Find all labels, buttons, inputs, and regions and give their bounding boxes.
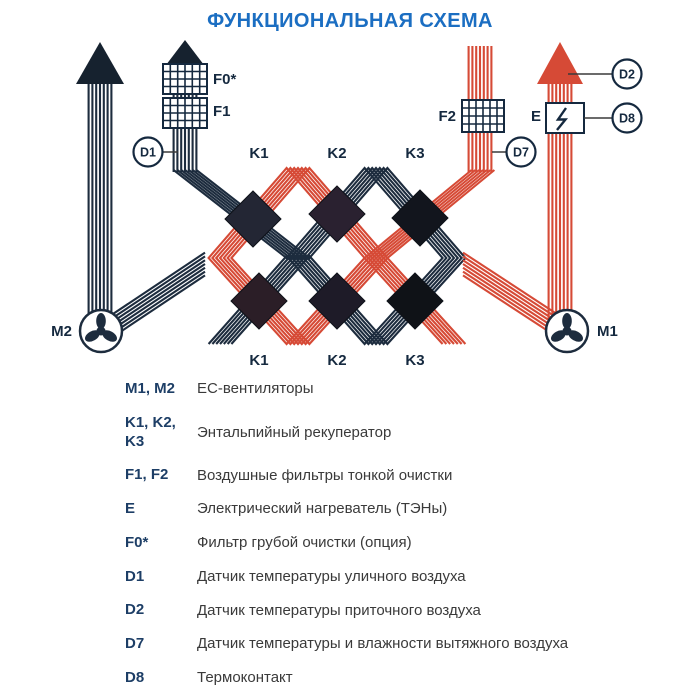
intake-arrow-icon [166, 40, 204, 65]
fan-m1-label: M1 [597, 323, 618, 340]
legend-key: E [125, 500, 136, 517]
fan-m2-feed-band [102, 255, 206, 326]
fan-m1-feed-band [462, 255, 568, 326]
recuperator-core-diamond [308, 272, 366, 330]
fan-m2-icon [78, 308, 124, 354]
label-k1-top: K1 [249, 145, 268, 162]
legend-key: D7 [125, 635, 145, 652]
heater-label: E [531, 108, 541, 125]
recuperator-core-diamond [230, 272, 288, 330]
sensor-d1-label: D1 [140, 145, 156, 159]
legend-row: F1, F2 Воздушные фильтры тонкой очистки [125, 466, 690, 485]
recuperator-cores [224, 185, 449, 330]
filter-f2-label: F2 [438, 108, 456, 125]
red-braid-band [222, 166, 488, 346]
legend-row: D2 Датчик температуры приточного воздуха [125, 601, 690, 620]
legend-key: D8 [125, 668, 145, 686]
recuperator-core-diamond [308, 185, 366, 243]
recuperator-core-diamond [386, 272, 444, 330]
label-k3-bottom: K3 [405, 352, 424, 369]
label-k2-bottom: K2 [327, 352, 346, 369]
legend-value: Электрический нагреватель (ТЭНы) [197, 500, 448, 518]
legend-value: Датчик температуры и влажности вытяжного… [197, 635, 569, 653]
lightning-icon [555, 107, 569, 131]
label-k2-top: K2 [327, 145, 346, 162]
filter-f1-label: F1 [213, 103, 231, 120]
fan-m2-feed-band [102, 259, 206, 330]
legend-row: M1, M2 ЕС-вентиляторы [125, 380, 690, 399]
legend-value: Энтальпийный рекуператор [197, 423, 392, 441]
legend-key: D1 [125, 567, 145, 585]
legend-row: D1 Датчик температуры уличного воздуха [125, 568, 690, 587]
fan-m2-feed-band [102, 251, 206, 322]
sensor-d7-label: D7 [513, 145, 529, 159]
fan-m1-feed-band [462, 259, 568, 330]
legend-value: Воздушные фильтры тонкой очистки [197, 466, 453, 484]
functional-diagram-canvas: D1 D7 D2 D8 F0* F1 F2 E K1 K2 K3 K1 K2 K… [51, 40, 643, 369]
label-k3-top: K3 [405, 145, 424, 162]
fine-filter-f2-icon [461, 99, 505, 133]
recuperator-core-diamond [391, 189, 449, 247]
fan-m1-icon [544, 308, 590, 354]
supply-arrow-icon [537, 42, 583, 84]
fine-filter-f1-icon [162, 97, 208, 129]
exhaust-arrow-icon [76, 42, 124, 84]
filter-f0-label: F0* [213, 71, 237, 88]
legend-row: D8 Термоконтакт [125, 669, 690, 688]
legend-value: Датчик температуры приточного воздуха [197, 601, 481, 619]
legend-key: F0* [125, 533, 149, 551]
legend-row: F0* Фильтр грубой очистки (опция) [125, 534, 690, 553]
sensor-d2-label: D2 [619, 67, 635, 81]
legend-value: Датчик температуры уличного воздуха [197, 567, 466, 585]
air-stream-bands [87, 46, 573, 346]
red-braid-band [226, 166, 492, 346]
legend-key: K1, K2, K3 [125, 413, 176, 450]
red-braid-band [207, 166, 473, 346]
fan-m2-label: M2 [51, 323, 72, 340]
red-braid-band [229, 166, 496, 346]
legend-row: E Электрический нагреватель (ТЭНы) [125, 500, 690, 519]
red-braid-band [210, 166, 477, 346]
legend: M1, M2 ЕС-вентиляторы K1, K2, K3 Энтальп… [125, 380, 690, 688]
legend-key: D2 [125, 601, 145, 619]
legend-value: Термоконтакт [197, 669, 293, 687]
legend-key: F1, F2 [125, 466, 169, 484]
sensor-d8-label: D8 [619, 111, 635, 125]
legend-row: D7 Датчик температуры и влажности вытяжн… [125, 635, 690, 654]
heater-box [545, 102, 585, 134]
sensor-d2: D2 [611, 58, 643, 90]
red-braid-band [214, 166, 480, 346]
legend-key: M1, M2 [125, 380, 176, 397]
sensor-d7: D7 [505, 136, 537, 168]
sensor-d8: D8 [611, 102, 643, 134]
fan-m1-feed-band [462, 251, 568, 322]
coarse-filter-f0-icon [162, 63, 208, 95]
legend-value: ЕС-вентиляторы [197, 380, 314, 398]
sensor-d1: D1 [132, 136, 164, 168]
legend-row: K1, K2, K3 Энтальпийный рекуператор [125, 414, 690, 452]
red-braid-band [218, 166, 484, 346]
legend-value: Фильтр грубой очистки (опция) [197, 534, 412, 552]
label-k1-bottom: K1 [249, 352, 268, 369]
recuperator-core-diamond [224, 190, 282, 248]
page-title: ФУНКЦИОНАЛЬНАЯ СХЕМА [207, 10, 493, 32]
